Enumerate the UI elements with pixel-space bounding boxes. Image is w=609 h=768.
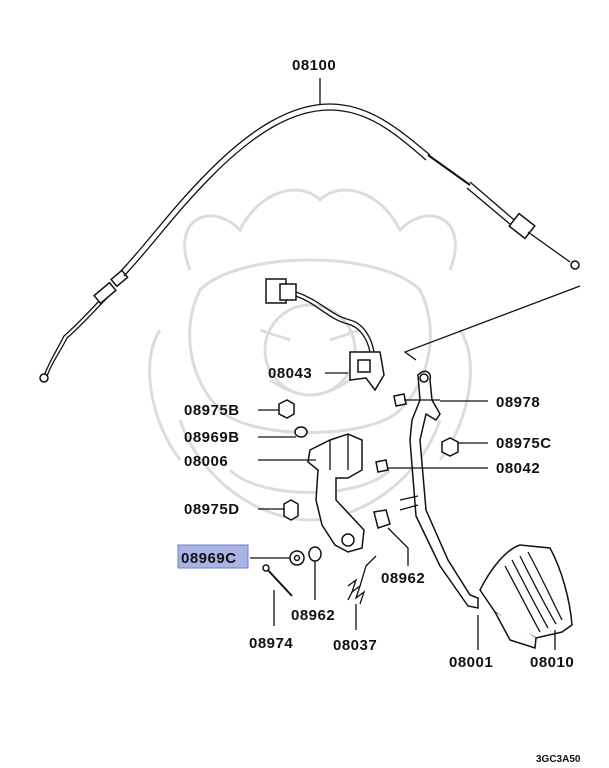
washer-08969c-icon bbox=[250, 550, 305, 566]
leader-line bbox=[403, 285, 581, 361]
label-08001[interactable]: 08001 bbox=[449, 654, 493, 671]
pedal-pad bbox=[479, 544, 573, 650]
pedal-bracket bbox=[258, 433, 365, 553]
label-08042[interactable]: 08042 bbox=[496, 460, 540, 477]
stopper-08042-icon bbox=[375, 459, 488, 473]
label-08978[interactable]: 08978 bbox=[496, 394, 540, 411]
label-08010[interactable]: 08010 bbox=[530, 654, 574, 671]
label-08006[interactable]: 08006 bbox=[184, 453, 228, 470]
label-08043[interactable]: 08043 bbox=[268, 365, 312, 382]
label-08974[interactable]: 08974 bbox=[249, 635, 293, 652]
label-08962-right[interactable]: 08962 bbox=[381, 570, 425, 587]
bushing-08962-right-icon bbox=[373, 509, 409, 566]
drawing-code: 3GC3A50 bbox=[536, 754, 581, 765]
connector-assembly bbox=[265, 278, 385, 392]
spring-08037-icon bbox=[347, 555, 377, 630]
pin-08974-icon bbox=[262, 564, 293, 626]
accelerator-cable bbox=[39, 78, 580, 383]
nut-08975d-icon bbox=[258, 499, 299, 521]
label-08037[interactable]: 08037 bbox=[333, 637, 377, 654]
pedal-arm bbox=[399, 370, 479, 650]
bolt-08978-icon bbox=[393, 393, 488, 407]
label-08962-left[interactable]: 08962 bbox=[291, 607, 335, 624]
label-08100[interactable]: 08100 bbox=[292, 57, 336, 74]
label-08975b[interactable]: 08975B bbox=[184, 402, 240, 419]
label-08969b[interactable]: 08969B bbox=[184, 429, 240, 446]
bushing-08962-left-icon bbox=[308, 546, 322, 600]
highlight-box bbox=[177, 544, 249, 569]
label-08975d[interactable]: 08975D bbox=[184, 501, 240, 518]
label-08975c[interactable]: 08975C bbox=[496, 435, 552, 452]
nut-08975c-icon bbox=[441, 437, 488, 457]
washer-08969b-icon bbox=[258, 426, 308, 438]
label-08969c[interactable]: 08969C bbox=[181, 550, 237, 567]
nut-08975b-icon bbox=[258, 399, 295, 419]
